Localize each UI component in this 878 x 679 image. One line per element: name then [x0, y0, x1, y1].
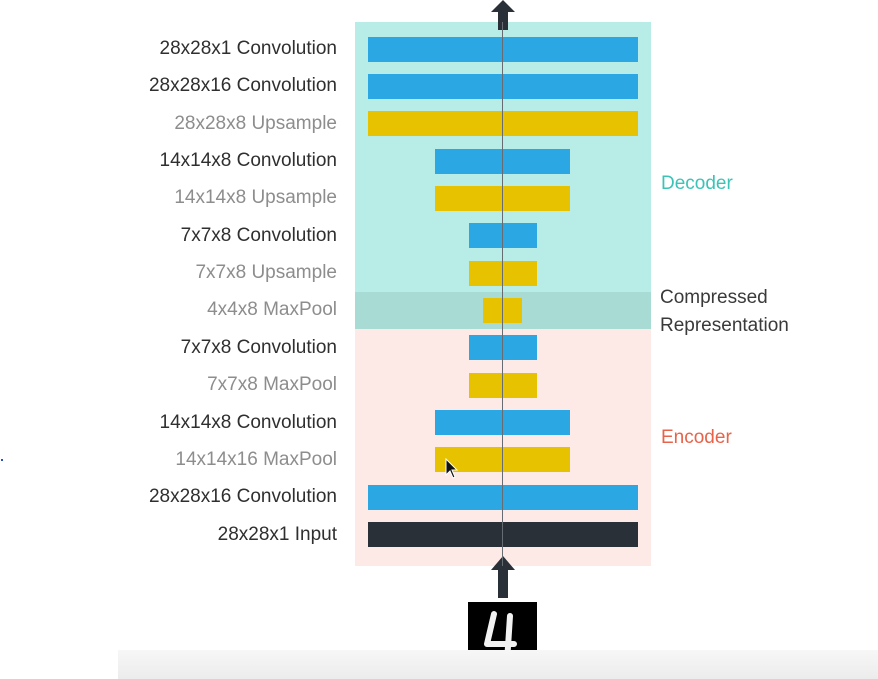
flow-line	[502, 22, 503, 566]
layer-label: 7x7x8 Upsample	[195, 262, 337, 283]
encoder-label: Encoder	[661, 427, 732, 448]
layer-bar-io	[368, 522, 638, 547]
layer-bar-upsample	[469, 261, 537, 286]
bottom-bar	[118, 650, 878, 679]
layer-label: 14x14x8 Upsample	[174, 187, 337, 208]
layer-bar-conv	[368, 37, 638, 62]
compressed-label-line1: Compressed	[660, 287, 768, 308]
layer-label: 7x7x8 Convolution	[180, 337, 337, 358]
input-arrow-icon	[491, 556, 515, 598]
layer-label: 28x28x1 Convolution	[159, 38, 337, 59]
layer-label: 28x28x16 Convolution	[148, 486, 337, 507]
layer-label: 28x28x8 Upsample	[174, 113, 337, 134]
layer-label: 28x28x16 Convolution	[148, 75, 337, 96]
mouse-cursor-icon	[445, 458, 459, 479]
output-arrow-icon	[491, 0, 515, 30]
layer-label: 7x7x8 Convolution	[180, 225, 337, 246]
layer-bar-upsample	[368, 111, 638, 136]
layer-label: 4x4x8 MaxPool	[207, 299, 337, 320]
layer-label: 14x14x8 Convolution	[159, 412, 337, 433]
layer-label: 7x7x8 MaxPool	[207, 374, 337, 395]
layer-label: 14x14x16 MaxPool	[175, 449, 337, 470]
layer-bar-conv	[469, 335, 537, 360]
layer-bar-conv	[368, 74, 638, 99]
decoder-label: Decoder	[661, 173, 733, 194]
layer-bar-maxpool	[469, 373, 537, 398]
layer-label: 28x28x1 Input	[217, 524, 337, 545]
layer-bar-conv	[368, 485, 638, 510]
left-margin	[0, 0, 118, 679]
compressed-label-line2: Representation	[660, 315, 789, 336]
stray-dot	[1, 459, 3, 461]
layer-bar-conv	[469, 223, 537, 248]
layer-label: 14x14x8 Convolution	[159, 150, 337, 171]
